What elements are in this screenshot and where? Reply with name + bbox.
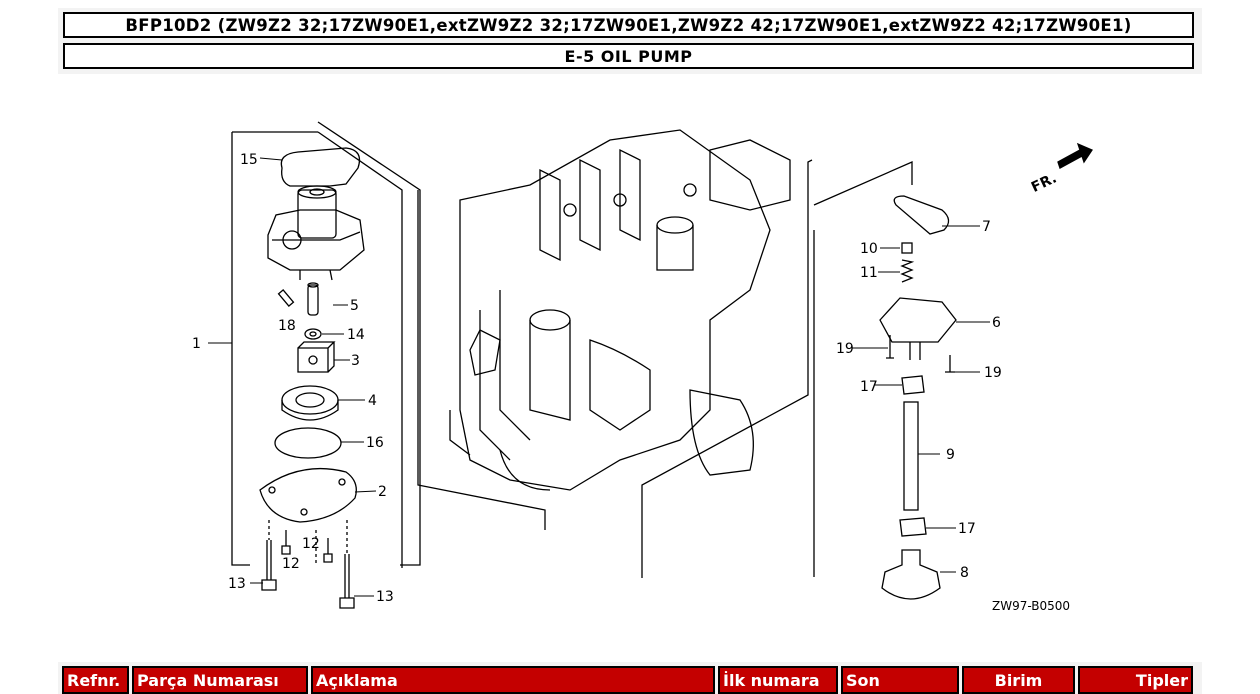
column-header-types[interactable]: Tipler xyxy=(1078,666,1193,694)
callout-17a: 17 xyxy=(860,379,878,395)
engine-block xyxy=(417,129,813,578)
callout-6: 6 xyxy=(992,315,1001,331)
callout-12b: 12 xyxy=(302,536,320,552)
callout-12a: 12 xyxy=(282,556,300,572)
drawing-code: ZW97-B0500 xyxy=(992,599,1070,613)
column-header-part-number[interactable]: Parça Numarası xyxy=(132,666,308,694)
callout-9: 9 xyxy=(946,447,955,463)
front-direction-label: FR. xyxy=(1029,170,1059,195)
clamp-17a xyxy=(901,375,925,395)
column-header-refnr[interactable]: Refnr. xyxy=(62,666,129,694)
callout-10: 10 xyxy=(860,241,878,257)
front-arrow-icon xyxy=(1057,142,1093,169)
callout-3: 3 xyxy=(351,353,360,369)
column-header-first-number[interactable]: İlk numara xyxy=(718,666,838,694)
callout-4: 4 xyxy=(368,393,377,409)
callout-19b: 19 xyxy=(984,365,1002,381)
spring-11 xyxy=(900,259,915,283)
callout-16: 16 xyxy=(366,435,384,451)
callout-14: 14 xyxy=(347,327,365,343)
bolt-13b xyxy=(339,554,355,609)
bolt-12a xyxy=(281,530,291,555)
shaft-5 xyxy=(307,284,319,316)
callout-1: 1 xyxy=(192,336,201,352)
outer-rotor-4 xyxy=(281,385,339,415)
parts-table-header: Refnr. Parça Numarası Açıklama İlk numar… xyxy=(62,666,1193,694)
oil-pump-housing xyxy=(267,185,365,281)
gasket-7 xyxy=(893,195,950,235)
clamp-17b xyxy=(899,517,927,537)
seal-14 xyxy=(304,328,322,340)
callout-18: 18 xyxy=(278,318,296,334)
bolt-19a xyxy=(886,335,894,359)
callout-11: 11 xyxy=(860,265,878,281)
callout-2: 2 xyxy=(378,484,387,500)
callout-7: 7 xyxy=(982,219,991,235)
gasket-16 xyxy=(274,427,342,459)
column-header-unit[interactable]: Birim xyxy=(962,666,1075,694)
column-header-description[interactable]: Açıklama xyxy=(311,666,715,694)
inner-rotor-3 xyxy=(297,341,336,373)
exploded-view-drawing: 1 2 3 4 5 6 7 8 9 10 11 12 12 13 13 14 1… xyxy=(192,121,1093,613)
callout-8: 8 xyxy=(960,565,969,581)
model-title: BFP10D2 (ZW9Z2 32;17ZW90E1,extZW9Z2 32;1… xyxy=(63,12,1194,38)
column-header-last[interactable]: Son xyxy=(841,666,959,694)
callout-19a: 19 xyxy=(836,341,854,357)
relief-cover-6 xyxy=(879,297,957,343)
callout-15: 15 xyxy=(240,152,258,168)
valve-10 xyxy=(901,242,913,254)
bolt-12b xyxy=(323,538,333,563)
callout-5: 5 xyxy=(350,298,359,314)
pump-cover-2 xyxy=(259,467,357,523)
oil-strainer-8 xyxy=(881,549,941,600)
gasket-15 xyxy=(280,147,361,187)
section-title: E-5 OIL PUMP xyxy=(63,43,1194,69)
hose-9 xyxy=(903,401,919,511)
bolt-13a xyxy=(261,540,277,591)
bolt-19b xyxy=(945,355,955,373)
bracket-left xyxy=(231,132,250,566)
pin-18 xyxy=(277,289,295,307)
callout-13b: 13 xyxy=(376,589,394,605)
callout-17b: 17 xyxy=(958,521,976,537)
callout-13a: 13 xyxy=(228,576,246,592)
parts-diagram: 1 2 3 4 5 6 7 8 9 10 11 12 12 13 13 14 1… xyxy=(150,110,1130,630)
